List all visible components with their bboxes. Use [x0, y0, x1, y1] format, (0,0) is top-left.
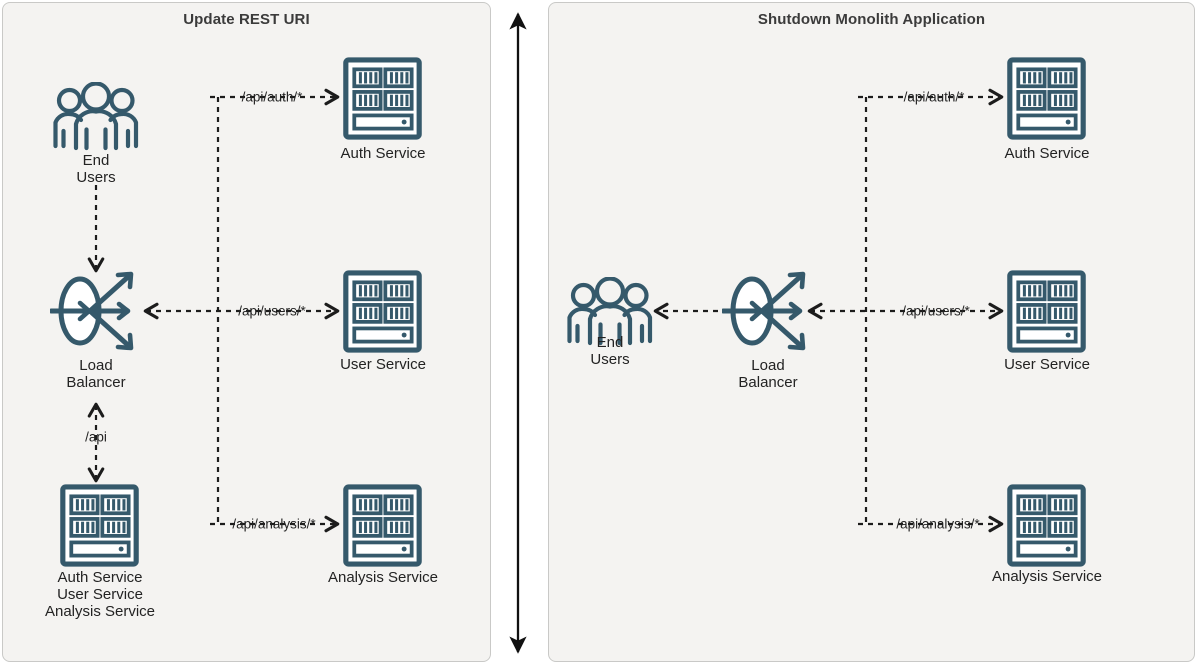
auth-service-right-label: Auth Service: [1004, 145, 1090, 162]
auth-service-label: Auth Service: [340, 145, 426, 162]
panel-shutdown-monolith: Shutdown Monolith Application: [548, 2, 1195, 662]
edge-label-auth-route-right: /api/auth/*: [903, 89, 965, 105]
edge-label-analysis-route-right: /api/analysis/*: [896, 516, 980, 532]
load-balancer-right-label-line2: Balancer: [738, 374, 798, 391]
end-users-right-label-line1: End: [596, 334, 624, 351]
end-users-right-label-line2: Users: [590, 351, 630, 368]
end-users-label-line1: End: [82, 152, 110, 169]
monolith-label-line1: Auth Service: [57, 569, 143, 586]
edge-label-users-route: /api/users/*: [238, 303, 306, 319]
edge-label-users-route-right: /api/users/*: [902, 303, 970, 319]
analysis-service-label: Analysis Service: [327, 569, 439, 586]
load-balancer-right-label-line1: Load: [751, 357, 785, 374]
end-users-label-line2: Users: [76, 169, 116, 186]
monolith-label-line2: User Service: [57, 586, 143, 603]
load-balancer-label-line1: Load: [79, 357, 113, 374]
load-balancer-label-line2: Balancer: [66, 374, 126, 391]
user-service-label: User Service: [340, 356, 426, 373]
monolith-label-line3: Analysis Service: [44, 603, 156, 620]
user-service-right-label: User Service: [1004, 356, 1090, 373]
edge-label-analysis-route: /api/analysis/*: [232, 516, 316, 532]
panel-left-title: Update REST URI: [183, 11, 310, 28]
edge-label-auth-route: /api/auth/*: [241, 89, 303, 105]
edge-label-api-route: /api: [85, 429, 107, 445]
panel-right-title: Shutdown Monolith Application: [757, 11, 986, 28]
analysis-service-right-label: Analysis Service: [991, 568, 1103, 585]
